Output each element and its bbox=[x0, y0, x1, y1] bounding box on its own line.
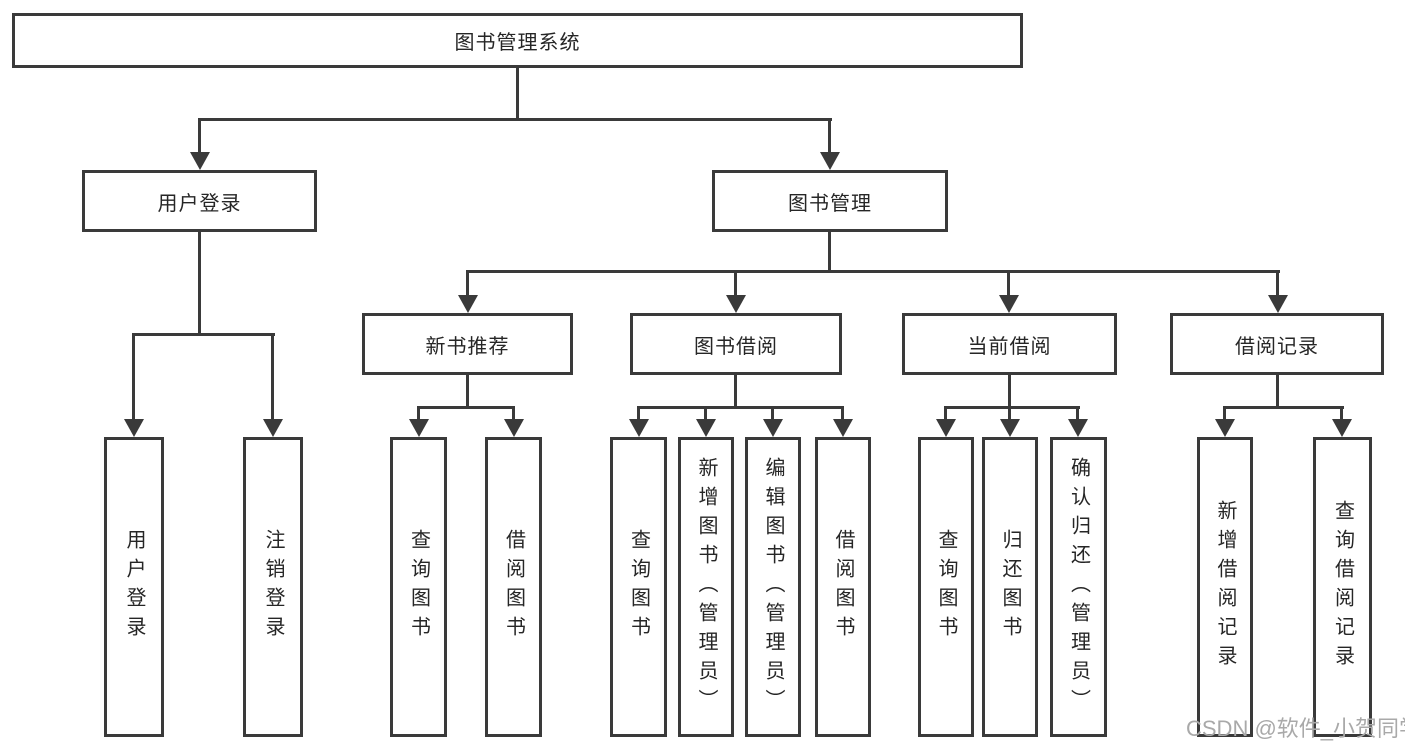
down-arrow-icon bbox=[936, 409, 956, 437]
leaf-label: 用户登录 bbox=[123, 529, 145, 645]
leaf-add-books-admin: 新增图书（管理员） bbox=[678, 437, 734, 737]
connector-line bbox=[1276, 375, 1279, 408]
node-label: 新书推荐 bbox=[425, 335, 510, 358]
node-book-management: 图书管理 bbox=[712, 170, 948, 232]
node-user-login: 用户登录 bbox=[82, 170, 317, 232]
connector-line bbox=[944, 406, 1080, 409]
leaf-label: 确认归还（管理员） bbox=[1067, 456, 1090, 718]
connector-line bbox=[828, 232, 831, 272]
connector-line bbox=[132, 333, 275, 336]
connector-line bbox=[417, 406, 515, 409]
leaf-label: 新增图书（管理员） bbox=[695, 456, 717, 718]
down-arrow-icon bbox=[124, 336, 144, 437]
leaf-query-books-borrowing: 查询图书 bbox=[610, 437, 667, 737]
connector-line bbox=[516, 68, 519, 121]
leaf-label: 查询借阅记录 bbox=[1331, 500, 1354, 674]
down-arrow-icon bbox=[1215, 409, 1235, 437]
node-label: 借阅记录 bbox=[1235, 335, 1319, 358]
node-book-borrowing: 图书借阅 bbox=[630, 313, 842, 375]
connector-line bbox=[198, 232, 201, 335]
down-arrow-icon bbox=[763, 409, 783, 437]
down-arrow-icon bbox=[1000, 409, 1020, 437]
connector-line bbox=[466, 375, 469, 408]
node-label: 用户登录 bbox=[157, 192, 242, 215]
leaf-query-books-recommend: 查询图书 bbox=[390, 437, 447, 737]
leaf-borrow-books: 借阅图书 bbox=[815, 437, 871, 737]
down-arrow-icon bbox=[999, 273, 1019, 313]
node-label: 当前借阅 bbox=[967, 335, 1052, 358]
node-borrowing-records: 借阅记录 bbox=[1170, 313, 1384, 375]
node-label: 图书管理 bbox=[788, 192, 872, 215]
down-arrow-icon bbox=[696, 409, 716, 437]
leaf-return-books: 归还图书 bbox=[982, 437, 1038, 737]
connector-line bbox=[1008, 375, 1011, 408]
down-arrow-icon bbox=[263, 336, 283, 437]
down-arrow-icon bbox=[726, 273, 746, 313]
connector-line bbox=[198, 118, 832, 121]
down-arrow-icon bbox=[820, 121, 840, 170]
leaf-logout: 注销登录 bbox=[243, 437, 303, 737]
leaf-label: 借阅图书 bbox=[502, 529, 525, 645]
down-arrow-icon bbox=[458, 273, 478, 313]
down-arrow-icon bbox=[1268, 273, 1288, 313]
leaf-add-borrow-record: 新增借阅记录 bbox=[1197, 437, 1253, 737]
leaf-label: 查询图书 bbox=[627, 529, 650, 645]
connector-line bbox=[637, 406, 844, 409]
watermark: CSDN @软件_小贺同学 bbox=[1186, 716, 1405, 741]
leaf-label: 归还图书 bbox=[999, 529, 1021, 645]
connector-line bbox=[1223, 406, 1344, 409]
node-current-borrowing: 当前借阅 bbox=[902, 313, 1117, 375]
leaf-label: 注销登录 bbox=[262, 529, 284, 645]
node-new-book-recommendation: 新书推荐 bbox=[362, 313, 573, 375]
down-arrow-icon bbox=[504, 409, 524, 437]
node-label: 图书管理系统 bbox=[454, 32, 581, 54]
leaf-query-borrow-record: 查询借阅记录 bbox=[1313, 437, 1372, 737]
leaf-edit-books-admin: 编辑图书（管理员） bbox=[745, 437, 801, 737]
node-label: 图书借阅 bbox=[694, 335, 778, 358]
leaf-label: 借阅图书 bbox=[832, 529, 854, 645]
leaf-label: 新增借阅记录 bbox=[1214, 500, 1236, 674]
down-arrow-icon bbox=[629, 409, 649, 437]
leaf-label: 编辑图书（管理员） bbox=[762, 456, 784, 718]
down-arrow-icon bbox=[1068, 409, 1088, 437]
leaf-label: 查询图书 bbox=[935, 529, 957, 645]
down-arrow-icon bbox=[190, 121, 210, 170]
down-arrow-icon bbox=[833, 409, 853, 437]
leaf-borrow-books-recommend: 借阅图书 bbox=[485, 437, 542, 737]
down-arrow-icon bbox=[409, 409, 429, 437]
leaf-query-books-current: 查询图书 bbox=[918, 437, 974, 737]
node-library-management-system: 图书管理系统 bbox=[12, 13, 1023, 68]
down-arrow-icon bbox=[1332, 409, 1352, 437]
leaf-user-login: 用户登录 bbox=[104, 437, 164, 737]
connector-line bbox=[466, 270, 1280, 273]
connector-line bbox=[734, 375, 737, 408]
leaf-confirm-return-admin: 确认归还（管理员） bbox=[1050, 437, 1107, 737]
leaf-label: 查询图书 bbox=[407, 529, 430, 645]
